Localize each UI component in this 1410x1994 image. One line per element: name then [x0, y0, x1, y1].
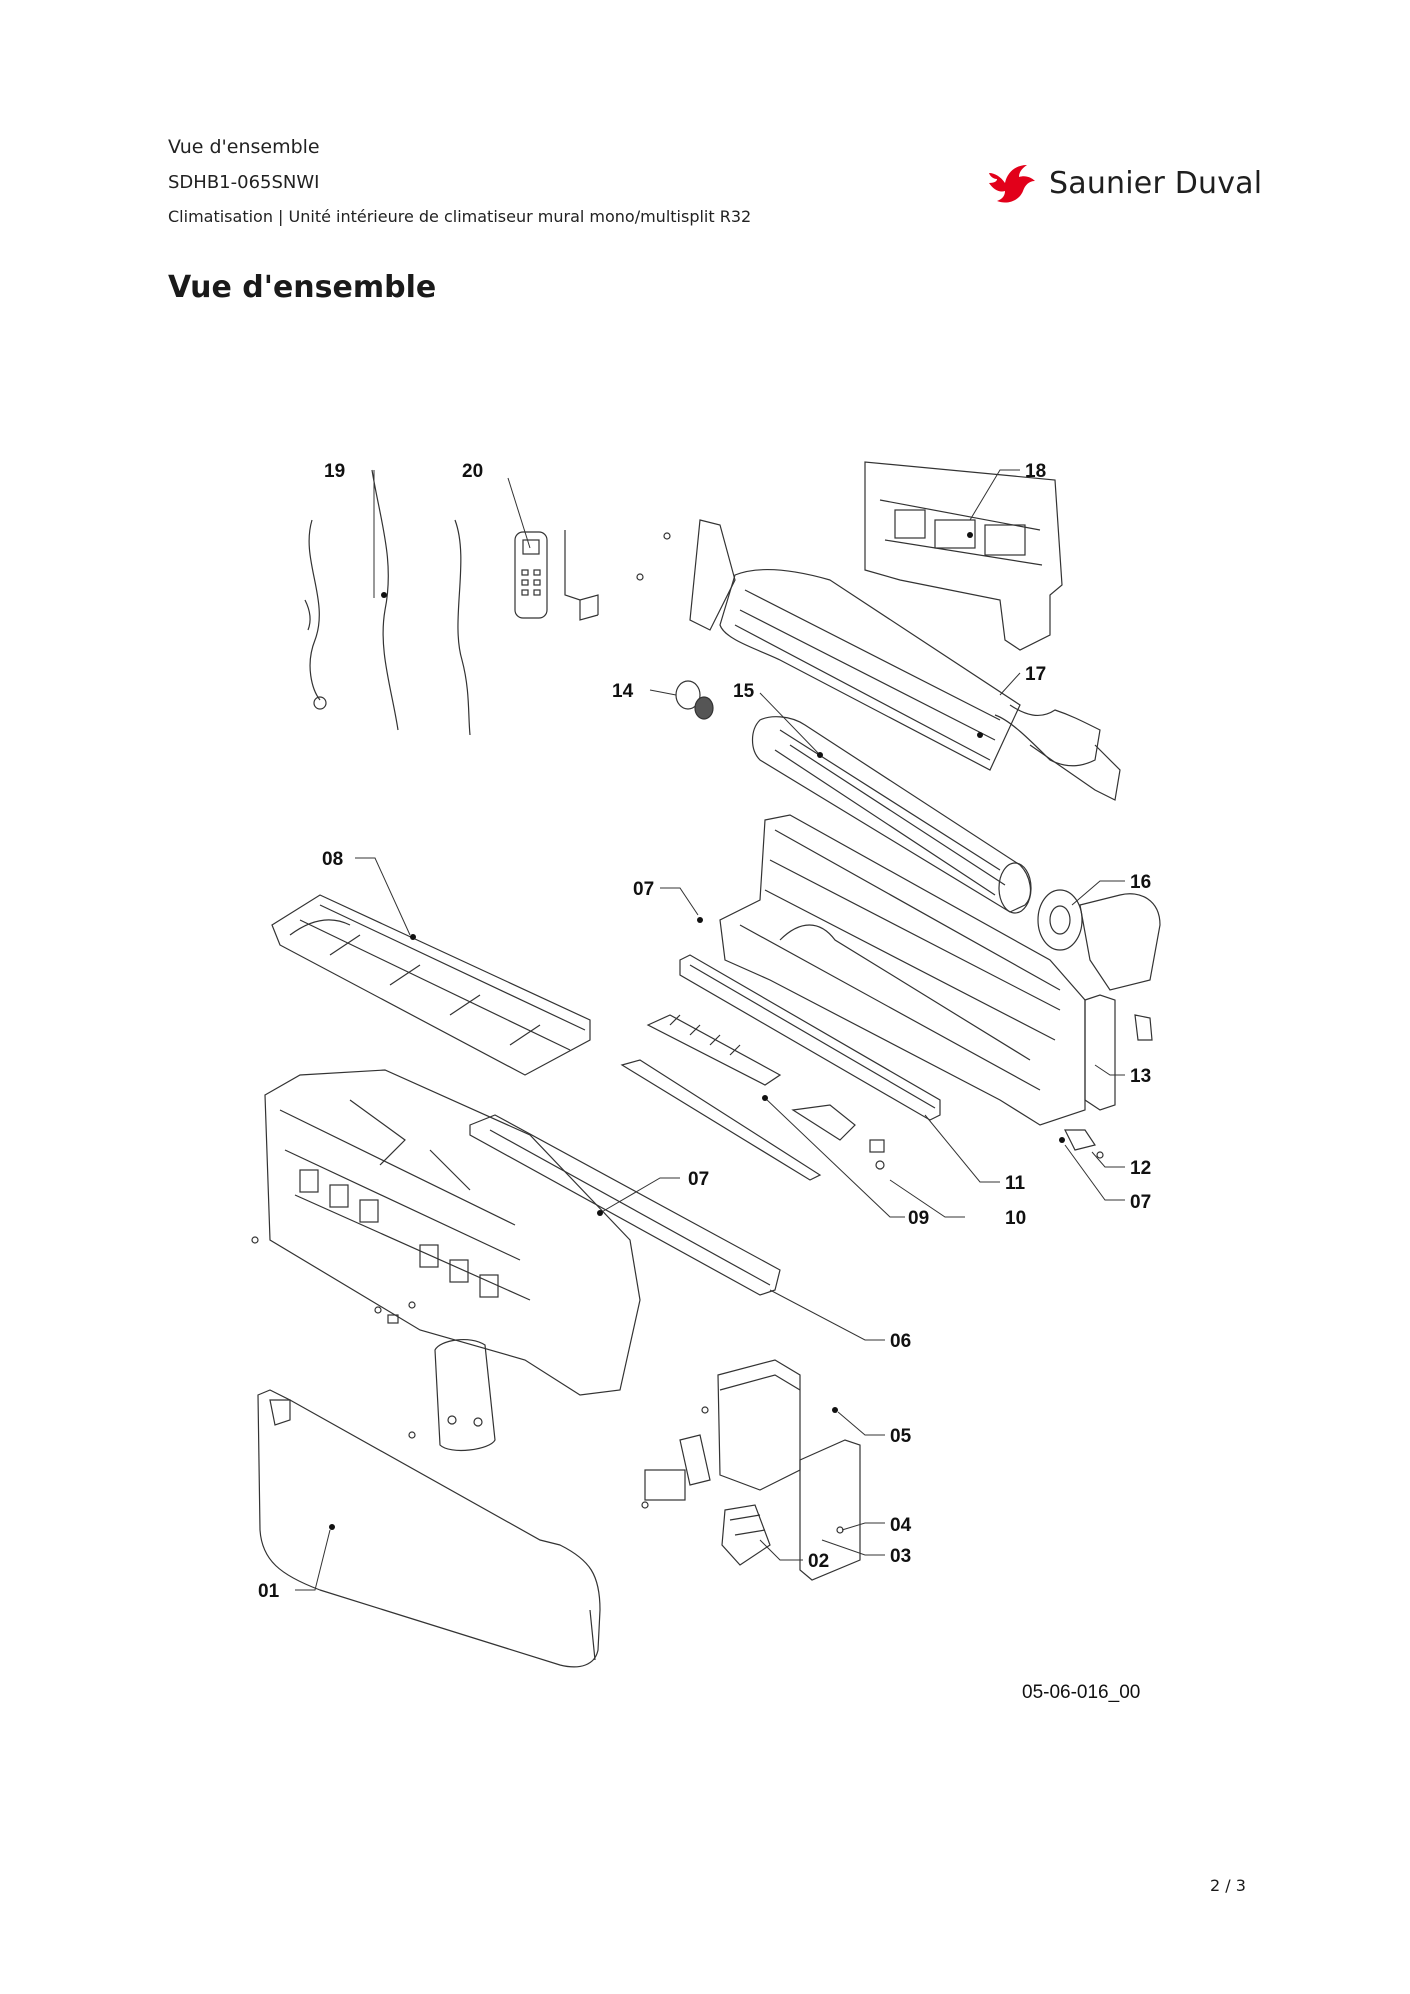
part-16-fan-motor	[1037, 889, 1161, 991]
part-13-side-cover	[1084, 994, 1153, 1111]
callout-11: 11	[1005, 1173, 1026, 1194]
callout-08: 08	[322, 849, 343, 870]
callout-17: 17	[1025, 664, 1046, 685]
part-06-lower-louver	[469, 1114, 781, 1296]
callout-05: 05	[890, 1426, 912, 1447]
callout-12: 12	[1130, 1158, 1151, 1179]
part-17-heat-exchanger	[719, 568, 1121, 801]
red-bird-logo-icon	[989, 165, 1035, 203]
callout-09: 09	[908, 1208, 929, 1229]
part-side-bracket	[636, 519, 736, 631]
part-15-blower-wheel	[751, 716, 1032, 914]
callout-14: 14	[612, 681, 634, 702]
part-02-terminal-block	[721, 1504, 771, 1566]
part-19-cables	[304, 469, 471, 736]
callout-15: 15	[733, 681, 755, 702]
control-box	[641, 1359, 801, 1509]
drawing-reference-code: 05-06-016_00	[1022, 1682, 1140, 1703]
document-model: SDHB1-065SNWI	[168, 172, 320, 193]
callout-06: 06	[890, 1331, 911, 1352]
display-cover	[251, 1236, 496, 1451]
document-category: Climatisation | Unité intérieure de clim…	[168, 207, 752, 226]
callout-07-b: 07	[688, 1169, 709, 1190]
part-14-bearing	[675, 680, 714, 720]
document-title: Vue d'ensemble	[168, 136, 320, 158]
brand-logo: Saunier Duval	[985, 158, 1262, 208]
section-heading: Vue d'ensemble	[168, 270, 437, 305]
part-01-front-panel	[257, 1389, 601, 1668]
callout-20: 20	[462, 461, 483, 482]
callout-07-a: 07	[633, 879, 654, 900]
callout-13: 13	[1130, 1066, 1151, 1087]
part-10-stepping-motor	[869, 1139, 885, 1170]
part-20-remote-control	[514, 530, 599, 621]
callout-16: 16	[1130, 872, 1151, 893]
chassis-body	[719, 814, 1086, 1126]
part-12-clip	[1064, 1129, 1104, 1159]
callout-19: 19	[324, 461, 345, 482]
part-11-louver	[679, 954, 941, 1121]
callout-07-c: 07	[1130, 1192, 1151, 1213]
part-08-air-filter	[271, 894, 591, 1076]
part-09-louver-motor-link	[620, 1014, 856, 1181]
callout-02: 02	[808, 1551, 829, 1572]
callout-04: 04	[890, 1515, 912, 1536]
front-frame	[264, 1069, 641, 1396]
callout-10: 10	[1005, 1208, 1026, 1229]
page-number: 2 / 3	[1210, 1876, 1246, 1895]
callout-03: 03	[890, 1546, 911, 1567]
callout-18: 18	[1025, 461, 1046, 482]
part-18-mounting-plate	[864, 461, 1063, 651]
brand-name: Saunier Duval	[1049, 165, 1263, 201]
callout-01: 01	[258, 1581, 280, 1602]
